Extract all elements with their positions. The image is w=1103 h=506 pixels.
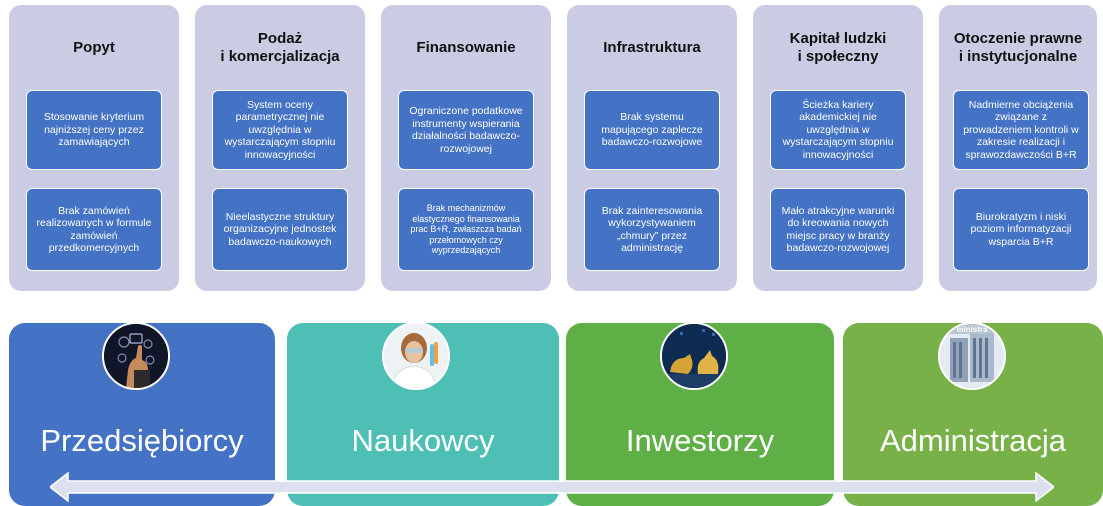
panel-administracja: Administracja: [843, 323, 1103, 506]
issue-box: Nadmierne obciążenia związane z prowadze…: [953, 90, 1089, 170]
issue-box: Brak zamówień realizowanych w formule za…: [26, 188, 162, 271]
column-title: Finansowanie: [416, 39, 516, 56]
issue-box: Nieelastyczne struktury organizacyjne je…: [212, 188, 348, 271]
issue-box: Brak systemu mapującego zaplecze badawcz…: [584, 90, 720, 170]
office-building-icon: ministra: [938, 322, 1006, 390]
issue-box: Stosowanie kryterium najniższej ceny prz…: [26, 90, 162, 170]
column-kapital: Kapitał ludzki i społeczny Ścieżka karie…: [753, 5, 923, 291]
business-touch-icon: [102, 322, 170, 390]
column-infrastruktura: Infrastruktura Brak systemu mapującego z…: [567, 5, 737, 291]
panel-label: Inwestorzy: [625, 423, 775, 458]
panel-label: Administracja: [879, 423, 1067, 458]
issue-box: Ograniczone podatkowe instrumenty wspier…: [398, 90, 534, 170]
panel-label: Przedsiębiorcy: [40, 423, 244, 458]
column-otoczenie: Otoczenie prawne i instytucjonalne Nadmi…: [939, 5, 1097, 291]
issue-box: Biurokratyzm i niski poziom informatyzac…: [953, 188, 1089, 271]
panel-label: Naukowcy: [351, 423, 495, 458]
issue-box: System oceny parametrycznej nie uwzględn…: [212, 90, 348, 170]
bull-bear-icon: [660, 322, 728, 390]
column-podaz: Podaż i komercjalizacja System oceny par…: [195, 5, 365, 291]
issue-box: Brak mechanizmów elastycznego finansowan…: [398, 188, 534, 271]
column-title: Podaż i komercjalizacja: [220, 30, 340, 65]
panel-naukowcy: Naukowcy: [287, 323, 559, 506]
issue-box: Ścieżka kariery akademickiej nie uwzględ…: [770, 90, 906, 170]
building-logo-text: ministra: [956, 325, 988, 334]
column-title: Otoczenie prawne i instytucjonalne: [953, 30, 1083, 65]
column-title: Infrastruktura: [603, 39, 701, 56]
issue-box: Mało atrakcyjne warunki do kreowania now…: [770, 188, 906, 271]
issue-box: Brak zainteresowania wykorzystywaniem „c…: [584, 188, 720, 271]
column-title: Popyt: [73, 39, 115, 56]
column-title: Kapitał ludzki i społeczny: [789, 30, 887, 65]
column-finansowanie: Finansowanie Ograniczone podatkowe instr…: [381, 5, 551, 291]
double-arrow-icon: [50, 472, 1054, 502]
scientist-icon: [382, 322, 450, 390]
column-popyt: Popyt Stosowanie kryterium najniższej ce…: [9, 5, 179, 291]
